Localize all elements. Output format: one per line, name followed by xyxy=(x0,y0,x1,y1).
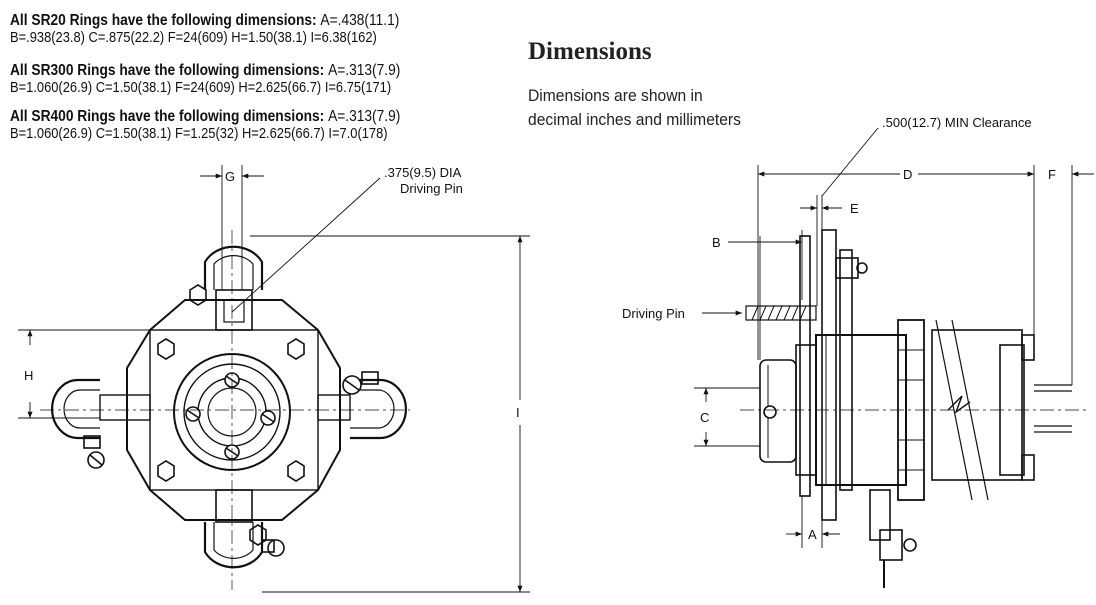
spec-sr300: All SR300 Rings have the following dimen… xyxy=(10,62,464,96)
spec-a-value: A=.313(7.9) xyxy=(328,108,401,125)
dim-label-c: C xyxy=(700,410,709,425)
dim-label-d: D xyxy=(903,167,912,182)
dim-label-i: I xyxy=(516,405,520,420)
side-view xyxy=(740,229,1090,588)
spec-heading: All SR300 Rings have the following dimen… xyxy=(10,62,325,79)
section-title: Dimensions xyxy=(528,38,652,65)
dim-label-g: G xyxy=(225,169,235,184)
pin-callout-line-1: .375(9.5) DIA xyxy=(384,165,462,180)
spec-sr400: All SR400 Rings have the following dimen… xyxy=(10,108,464,142)
driving-pin-label: Driving Pin xyxy=(622,306,685,321)
dim-label-b: B xyxy=(712,235,721,250)
spec-sr20: All SR20 Rings have the following dimens… xyxy=(10,12,463,46)
dim-label-e: E xyxy=(850,201,859,216)
front-view-dimensions xyxy=(18,165,530,593)
dim-label-a: A xyxy=(808,527,817,542)
spec-values: B=1.060(26.9) C=1.50(38.1) F=24(609) H=2… xyxy=(10,79,392,96)
pin-callout-line-2: Driving Pin xyxy=(400,181,463,196)
dim-label-h: H xyxy=(24,368,33,383)
spec-heading: All SR20 Rings have the following dimens… xyxy=(10,12,317,29)
clearance-note: .500(12.7) MIN Clearance xyxy=(882,115,1032,130)
spec-heading: All SR400 Rings have the following dimen… xyxy=(10,108,325,125)
dim-label-f: F xyxy=(1048,167,1056,182)
side-view-dimensions xyxy=(694,127,1094,548)
intro-line-2: decimal inches and millimeters xyxy=(528,110,741,129)
spec-a-value: A=.313(7.9) xyxy=(328,62,401,79)
spec-values: B=1.060(26.9) C=1.50(38.1) F=1.25(32) H=… xyxy=(10,125,388,142)
intro-line-1: Dimensions are shown in xyxy=(528,86,703,105)
spec-values: B=.938(23.8) C=.875(22.2) F=24(609) H=1.… xyxy=(10,29,377,46)
spec-a-value: A=.438(11.1) xyxy=(320,12,400,29)
front-view xyxy=(40,230,410,590)
